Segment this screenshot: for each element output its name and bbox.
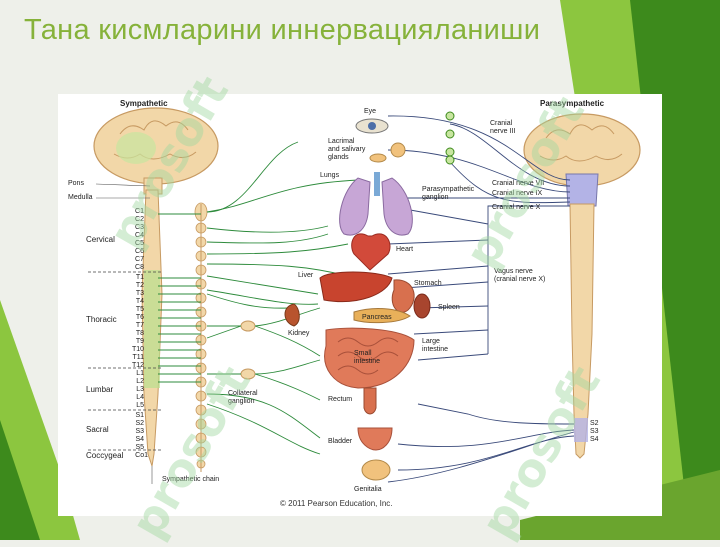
green-decor-left-dark <box>0 420 40 540</box>
label-small-intestine: Small intestine <box>354 350 381 365</box>
label-pons: Pons <box>68 180 84 187</box>
collateral-ganglia <box>240 320 256 380</box>
segment-label: S5 <box>135 444 144 451</box>
segment-label: T10 <box>131 346 144 353</box>
label-cranial-nerve-9: Cranial nerve IX <box>492 190 543 197</box>
region-coccygeal: Coccygeal <box>86 451 124 460</box>
segment-label: Co1 <box>135 452 148 459</box>
header-sympathetic: Sympathetic <box>120 99 168 108</box>
organ-kidney <box>284 303 300 327</box>
segment-label: C6 <box>135 248 144 255</box>
segment-label: T9 <box>135 338 144 345</box>
label-heart: Heart <box>396 246 414 253</box>
segment-label: T1 <box>135 274 144 281</box>
label-liver: Liver <box>298 272 314 279</box>
diagram-artwork <box>88 107 641 484</box>
label-pancreas: Pancreas <box>362 314 392 321</box>
label-lacrimal: Lacrimal and salivary glands <box>328 138 366 161</box>
right-spinal-cord <box>569 203 595 459</box>
label-stomach: Stomach <box>414 280 442 287</box>
label-rectum: Rectum <box>328 396 353 403</box>
label-eye: Eye <box>364 108 377 115</box>
segment-label: C5 <box>135 240 144 247</box>
organ-spleen <box>413 293 431 319</box>
label-cranial-nerve-10: Cranial nerve X <box>492 204 541 211</box>
nervous-system-diagram: Sympathetic Parasympathetic Pons Medulla… <box>58 94 662 516</box>
parasympathetic-ganglia <box>445 111 455 165</box>
organ-glands <box>369 142 406 163</box>
segment-label: S2 <box>135 420 144 427</box>
label-spleen: Spleen <box>438 304 460 311</box>
region-sacral: Sacral <box>86 425 109 434</box>
segment-label: T2 <box>135 282 144 289</box>
segment-label: C1 <box>135 208 144 215</box>
segment-label: T7 <box>135 322 144 329</box>
segment-label: L2 <box>136 378 144 385</box>
segment-label: L1 <box>136 370 144 377</box>
region-lumbar: Lumbar <box>86 385 114 394</box>
segment-label: C7 <box>135 256 144 263</box>
organ-eye <box>355 118 389 134</box>
label-collateral-ganglion: Collateral ganglion <box>228 390 258 405</box>
label-large-intestine: Large intestine <box>422 338 449 353</box>
segment-label: T6 <box>135 314 144 321</box>
region-cervical: Cervical <box>86 235 115 244</box>
segment-label: C3 <box>135 224 144 231</box>
copyright: © 2011 Pearson Education, Inc. <box>280 499 393 508</box>
label-lungs: Lungs <box>320 172 340 179</box>
organ-intestines <box>324 327 415 389</box>
label-cranial-nerve-7: Cranial nerve VII <box>492 180 545 187</box>
segment-label: C4 <box>135 232 144 239</box>
segment-label: T4 <box>135 298 144 305</box>
segment-label: S1 <box>135 412 144 419</box>
segment-label: C8 <box>135 264 144 271</box>
organ-genitalia <box>361 459 391 481</box>
organ-rectum <box>363 387 377 415</box>
segment-label: T12 <box>131 362 144 369</box>
label-bladder: Bladder <box>328 438 353 445</box>
label-cranial-nerve-3: Cranial nerve III <box>490 120 516 135</box>
left-spinal-cord <box>141 189 163 484</box>
label-parasympathetic-ganglion: Parasympathetic ganglion <box>422 186 475 201</box>
pointer-lines <box>95 183 151 199</box>
label-sympathetic-chain: Sympathetic chain <box>162 476 220 483</box>
segment-label: S3 <box>135 428 144 435</box>
right-segment-label: S2 <box>590 420 599 427</box>
sympathetic-chain <box>194 202 208 472</box>
segment-label: T8 <box>135 330 144 337</box>
segment-label: L5 <box>136 402 144 409</box>
segment-label: S4 <box>135 436 144 443</box>
label-genitalia: Genitalia <box>354 486 382 493</box>
segment-label: C2 <box>135 216 144 223</box>
parasympathetic-nerves <box>387 115 575 483</box>
right-segment-label: S3 <box>590 428 599 435</box>
segment-label: T3 <box>135 290 144 297</box>
right-segment-label: S4 <box>590 436 599 443</box>
slide-title: Тана кисмларини иннервацияланиши <box>24 14 541 46</box>
organ-stomach <box>391 279 415 313</box>
segment-label: T11 <box>132 354 144 361</box>
segment-label: L4 <box>136 394 144 401</box>
segment-label: L3 <box>136 386 144 393</box>
left-brain <box>93 107 219 195</box>
segment-label: T5 <box>135 306 144 313</box>
label-medulla: Medulla <box>68 194 93 201</box>
label-kidney: Kidney <box>288 330 310 337</box>
organ-pancreas <box>353 308 411 324</box>
organ-liver <box>319 271 393 303</box>
sympathetic-nerves <box>158 141 359 455</box>
organ-bladder <box>357 427 393 451</box>
region-dividers <box>88 271 162 451</box>
header-parasympathetic: Parasympathetic <box>540 99 605 108</box>
region-thoracic: Thoracic <box>86 315 117 324</box>
organ-lungs <box>339 172 413 236</box>
label-vagus-nerve: Vagus nerve (cranial nerve X) <box>494 268 546 283</box>
organ-heart <box>351 233 391 271</box>
right-brain <box>523 113 641 207</box>
